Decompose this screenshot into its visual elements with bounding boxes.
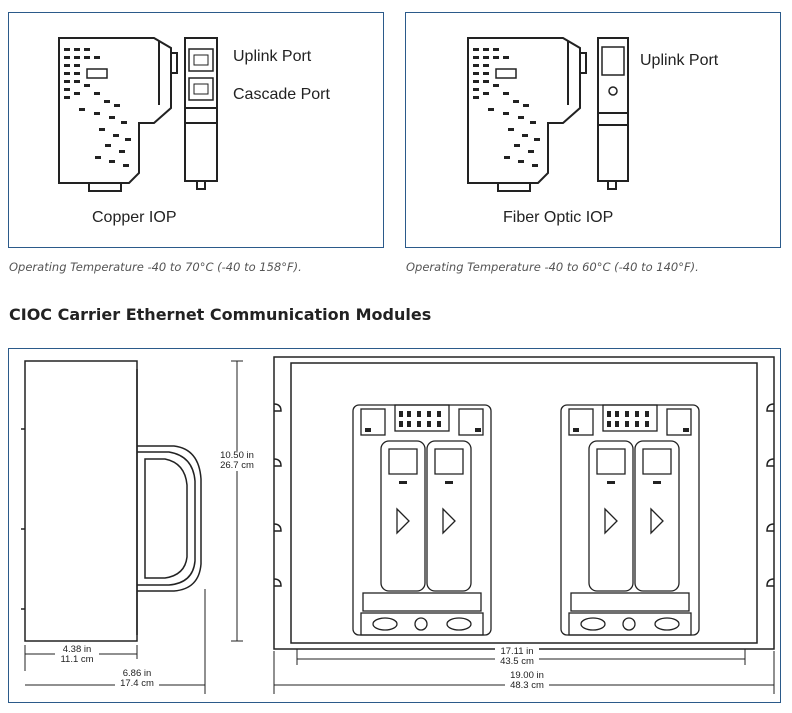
fiber-iop-drawing bbox=[467, 37, 629, 192]
carrier-front-view bbox=[273, 356, 775, 650]
fiber-iop-caption: Operating Temperature -40 to 60°C (-40 t… bbox=[406, 260, 699, 274]
fiber-iop-panel: Uplink Port Fiber Optic IOP bbox=[405, 12, 781, 248]
copper-iop-title: Copper IOP bbox=[92, 209, 177, 226]
carrier-drawing bbox=[21, 356, 775, 694]
carrier-panel: 10.50 in 26.7 cm 4.38 in 11.1 cm 6.86 in… bbox=[8, 348, 781, 703]
side-height-cm: 26.7 cm bbox=[220, 460, 254, 471]
front-outer-width-cm: 48.3 cm bbox=[510, 680, 544, 691]
side-depth-cm: 11.1 cm bbox=[60, 654, 94, 665]
cioc-carrier-1 bbox=[352, 404, 492, 636]
side-total-depth-in: 6.86 in bbox=[122, 668, 152, 679]
fiber-uplink-label: Uplink Port bbox=[640, 52, 719, 69]
front-inner-width-in: 17.11 in bbox=[500, 646, 534, 657]
copper-vent-slots bbox=[64, 48, 131, 167]
front-inner-width-cm: 43.5 cm bbox=[500, 656, 534, 667]
side-height-in: 10.50 in bbox=[220, 450, 254, 461]
side-total-depth-cm: 17.4 cm bbox=[120, 678, 154, 689]
front-inner-width-dimension: 17.11 in 43.5 cm bbox=[495, 647, 539, 667]
copper-uplink-label: Uplink Port bbox=[233, 48, 312, 65]
fiber-vent-slots bbox=[473, 48, 540, 167]
copper-iop-drawing bbox=[58, 37, 218, 192]
carrier-side-view bbox=[21, 360, 202, 642]
side-total-depth-dimension: 6.86 in 17.4 cm bbox=[115, 669, 159, 689]
copper-cascade-label: Cascade Port bbox=[233, 86, 330, 103]
side-depth-dimension: 4.38 in 11.1 cm bbox=[55, 645, 99, 665]
cioc-carrier-2-details bbox=[573, 411, 689, 484]
side-height-dimension: 10.50 in 26.7 cm bbox=[212, 451, 262, 471]
side-depth-in: 4.38 in bbox=[62, 644, 92, 655]
cioc-carrier-1-details bbox=[365, 411, 481, 484]
fiber-iop-title: Fiber Optic IOP bbox=[503, 209, 614, 226]
copper-iop-caption: Operating Temperature -40 to 70°C (-40 t… bbox=[9, 260, 302, 274]
cioc-carrier-2 bbox=[560, 404, 700, 636]
front-outer-width-in: 19.00 in bbox=[510, 670, 544, 681]
copper-iop-panel: Uplink Port Cascade Port Copper IOP bbox=[8, 12, 384, 248]
front-outer-width-dimension: 19.00 in 48.3 cm bbox=[505, 671, 549, 691]
section-heading: CIOC Carrier Ethernet Communication Modu… bbox=[9, 305, 432, 324]
